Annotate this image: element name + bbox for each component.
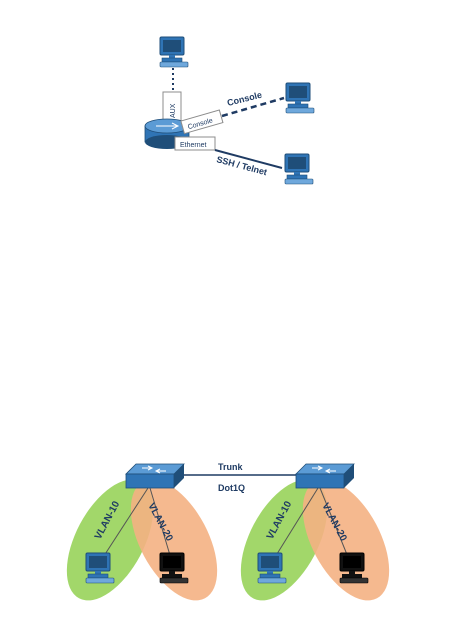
console-link	[221, 96, 285, 118]
left-vlan20-zone	[130, 479, 218, 601]
console-link-label: Console	[226, 90, 263, 108]
aux-label: AUX	[170, 103, 177, 118]
right-vlan20-pc-icon	[339, 552, 369, 584]
dot1q-label: Dot1Q	[218, 483, 245, 493]
ethernet-port-box	[174, 136, 216, 151]
right-vlan10-link	[271, 487, 319, 563]
console-pc-icon	[285, 82, 315, 114]
right-vlan10-pc-icon	[257, 552, 287, 584]
aux-pc-icon	[159, 36, 189, 68]
right-vlan20-link	[319, 487, 351, 563]
right-vlan20-zone	[302, 479, 390, 601]
right-switch-icon	[295, 463, 355, 489]
router-access-diagram: AUX Console Ethernet Console SSH / Telne…	[144, 36, 315, 185]
left-switch-icon	[125, 463, 185, 489]
trunk-label: Trunk	[218, 462, 243, 472]
vlan-trunk-diagram: Trunk Dot1Q VLAN-10 VLAN-20 VLAN-10 VLAN…	[66, 462, 390, 601]
ssh-link	[214, 149, 283, 169]
console-port-box	[180, 109, 224, 135]
left-vlan10-pc-icon	[85, 552, 115, 584]
ethernet-box-label: Ethernet	[180, 142, 207, 149]
left-vlan20-pc-icon	[159, 552, 189, 584]
ssh-pc-icon	[284, 153, 314, 185]
left-vlan10-link	[99, 487, 149, 563]
left-vlan20-link	[149, 487, 173, 563]
